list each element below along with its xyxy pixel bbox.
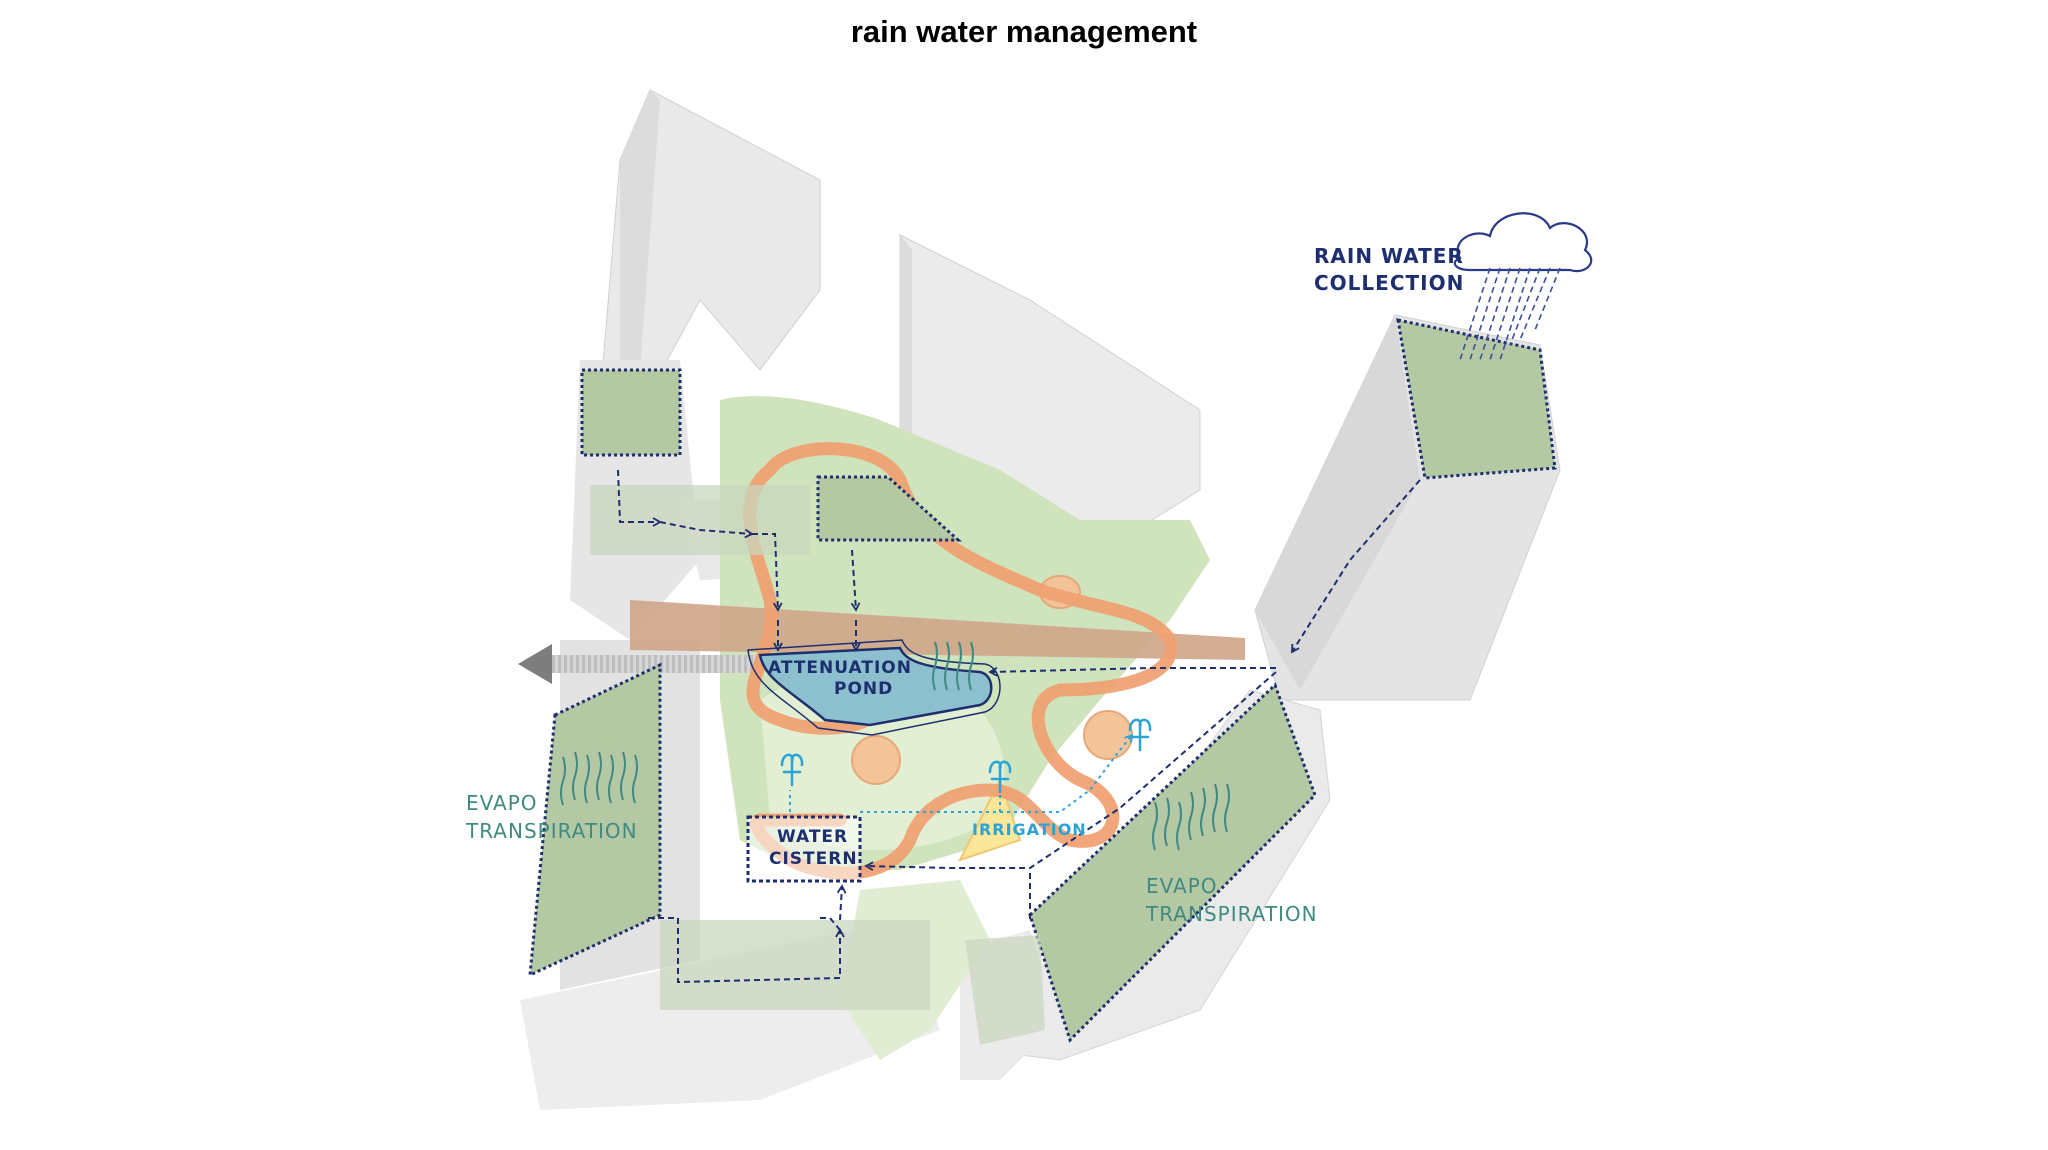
exit-arrow-icon [518,644,552,684]
boardwalk [630,600,1245,660]
label-evapo-left-line2: TRANSPIRATION [465,819,638,843]
attenuation-pond [758,646,993,727]
rain-icon [1459,267,1561,361]
label-cistern-line2: CISTERN [769,849,858,869]
tree-crown-right [1083,710,1133,760]
evapotranspiration-arrows-icon [560,751,638,806]
label-irrigation: IRRIGATION [972,820,1087,839]
courtyard-upper [590,485,810,555]
label-rain-water-line2: COLLECTION [1314,271,1464,295]
tower-right-face [1255,315,1420,690]
roof-right-tower [1396,318,1557,480]
tower-upper-left-face [620,90,660,390]
roof-top-left [580,368,682,457]
green-roofs [528,318,1557,1045]
irrigation-flows [789,733,1134,813]
label-attenuation-line1: ATTENUATION [768,658,912,678]
courtyard-lower-right [965,935,1045,1045]
roof-center-left [816,475,962,542]
label-rain-water-line1: RAIN WATER [1314,244,1464,268]
courtyard-lower [660,920,930,1010]
tower-upper-center-face [900,235,912,480]
label-attenuation-line2: POND [834,679,893,699]
fountain-icon [1128,718,1152,752]
collection-flows [617,469,1421,984]
label-evapo-right-line2: TRANSPIRATION [1145,902,1318,926]
cloud-icon [1453,212,1593,273]
water-cistern-box [746,815,862,883]
attenuation-pond-outline [747,639,1001,736]
label-evapo-right-line1: EVAPO [1146,874,1218,898]
fountain-icon [988,760,1012,794]
roof-left-long [528,662,662,978]
flow-arrow-icon [617,469,662,527]
evapotranspiration-arrows-icon [932,641,974,691]
exit-walkway [550,655,760,673]
tree-crown-left [851,735,901,785]
fountain-icon [780,753,804,787]
play-area [958,777,1022,862]
roof-right-long [1028,682,1317,1043]
label-evapo-left-line1: EVAPO [466,791,538,815]
evapotranspiration-arrows-icon [1152,783,1230,851]
diagram-title: rain water management [850,14,1198,49]
label-cistern-line1: WATER [777,827,848,847]
tower-upper-left [599,89,821,411]
